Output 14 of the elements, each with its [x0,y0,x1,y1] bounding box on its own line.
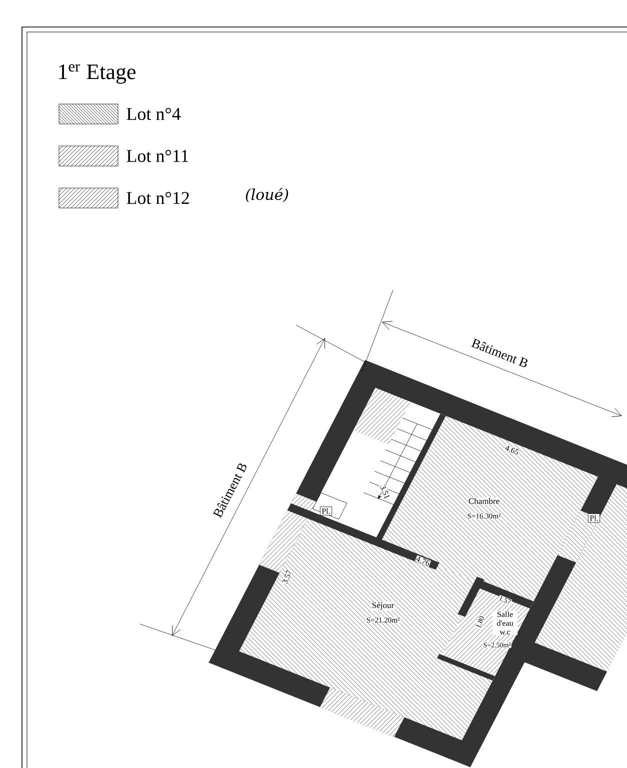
dimension-label: 4.65 [504,444,520,456]
legend-label: Lot n°12 [126,192,189,204]
room-name: Séjour [371,602,395,610]
handwritten-note: (loué) [246,188,288,202]
room-name: Chambre [468,498,500,504]
title: 1$^{er}$ Etage [59,64,136,84]
legend-label: Lot n°11 [126,150,188,162]
legend-label: Lot n°4 [126,108,181,120]
room-code: Pl. [320,506,332,516]
room-code: Pl. [588,513,600,523]
dimension-label: 3.51 [379,484,391,500]
room-name: Salle d'eau w.c [492,610,518,636]
dimension-label: 4.76 [414,555,432,567]
dimension-label: 3.57 [281,568,293,586]
